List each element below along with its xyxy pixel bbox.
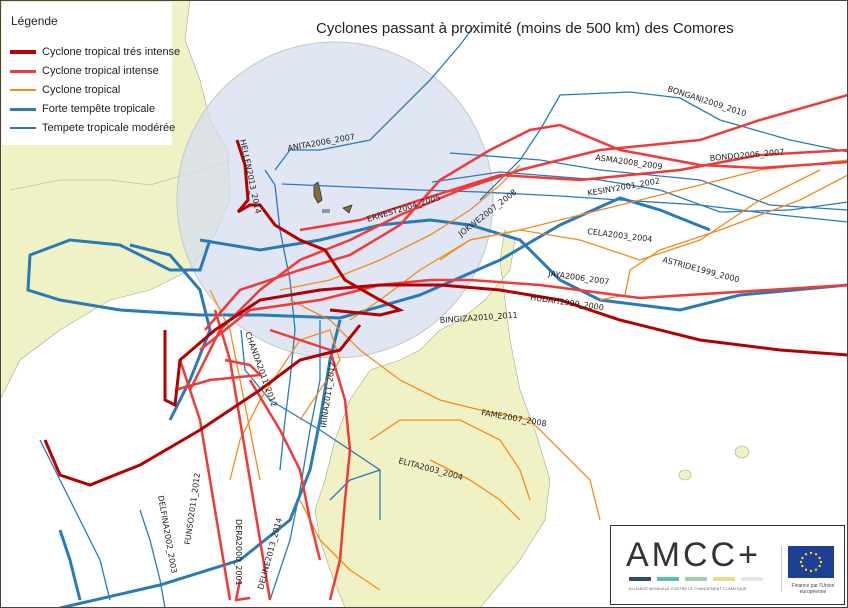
- very-intense-cyclone-tracks: [43, 139, 848, 487]
- legend-label: Cyclone tropical intense: [42, 65, 159, 77]
- logo-tagline: ALLIANCE MONDIALE CONTRE LE CHANGEMENT C…: [629, 587, 747, 591]
- island: [678, 469, 692, 481]
- legend-item-moderate-storm: Tempete tropicale modérée: [10, 122, 175, 134]
- amcc-logo-panel: AMCC+ ALLIANCE MONDIALE CONTRE LE CHANGE…: [610, 525, 845, 605]
- intense-cyclone-tracks: [174, 93, 848, 602]
- legend-swatch: [10, 50, 36, 54]
- track-label-jaya: JAYA2006_2007: [547, 269, 610, 287]
- severe-storm-tracks: [26, 196, 848, 608]
- legend-swatch: [10, 69, 36, 73]
- legend-swatch: [10, 107, 36, 111]
- comoros-moheli: [322, 209, 330, 213]
- legend-label: Tempete tropicale modérée: [42, 122, 176, 134]
- 500km-buffer-circle: [176, 41, 494, 359]
- legend-label: Cyclone tropical: [42, 84, 121, 96]
- legend-item-intense: Cyclone tropical intense: [10, 65, 159, 77]
- legend: Légende Cyclone tropical trés intense Cy…: [2, 2, 180, 145]
- amcc-logo: AMCC+: [626, 536, 761, 574]
- track-label-deline: DELINE2013_2014: [256, 517, 284, 591]
- island: [734, 445, 750, 459]
- legend-title: Légende: [11, 14, 58, 28]
- map-title: Cyclones passant à proximité (moins de 5…: [316, 20, 734, 37]
- legend-label: Forte tempête tropicale: [42, 103, 156, 115]
- track-label-dera: DERA2000_2001: [234, 519, 243, 586]
- legend-label: Cyclone tropical trés intense: [42, 46, 181, 58]
- legend-item-very-intense: Cyclone tropical trés intense: [10, 46, 180, 58]
- legend-swatch: [10, 89, 36, 91]
- legend-swatch: [10, 127, 36, 129]
- comoros-anjouan: [342, 204, 353, 214]
- track-label-funso: FUNSO2011_2012: [183, 472, 202, 545]
- legend-item-tropical: Cyclone tropical: [10, 84, 120, 96]
- comoros-grande-comore: [313, 181, 323, 204]
- logo-divider: [781, 546, 782, 592]
- eu-flag-icon: [788, 546, 834, 578]
- track-label-cela: CELA2003_2004: [587, 227, 653, 244]
- track-label-delfina: DELFINA2002_2003: [156, 495, 179, 574]
- logo-color-bars: [629, 577, 763, 581]
- madagascar-land: [314, 229, 551, 608]
- eu-funding-text: Financé par l'Union européenne: [791, 583, 835, 595]
- track-label-irina: IRINA2011_2012: [319, 361, 337, 428]
- legend-item-severe-storm: Forte tempête tropicale: [10, 103, 155, 115]
- track-label-bondo: BONDO2006_2007: [709, 148, 784, 163]
- track-label-astride: ASTRIDE1999_2000: [661, 255, 740, 284]
